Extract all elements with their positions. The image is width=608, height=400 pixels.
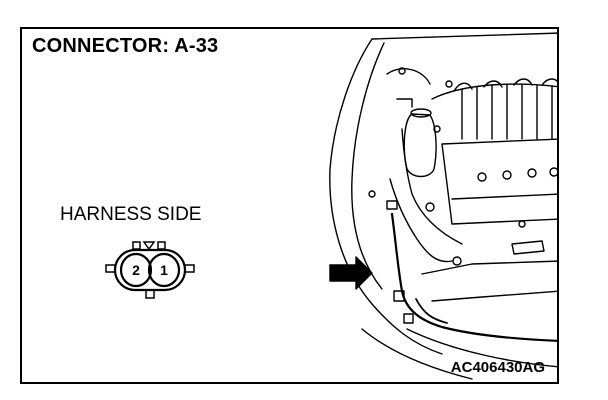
intake-manifold xyxy=(431,83,557,100)
figure-id: AC406430AG xyxy=(450,359,545,376)
reservoir xyxy=(403,113,437,178)
pin-number-1: 1 xyxy=(160,262,168,278)
connector-bottom-tab xyxy=(145,289,155,299)
callout-arrow xyxy=(329,256,373,290)
pin-cavity-2 xyxy=(119,252,153,288)
diagram-frame: CONNECTOR: A-33 HARNESS SIDE 2 1 xyxy=(20,27,559,384)
connector-face: 2 1 xyxy=(100,239,200,305)
engine-bay-illustration xyxy=(312,29,557,382)
valve-cover xyxy=(441,138,557,225)
connector-title: CONNECTOR: A-33 xyxy=(32,35,219,57)
inner-fender-line xyxy=(351,42,385,290)
connector-side-latch-right xyxy=(184,264,195,273)
wiring-harness xyxy=(389,178,453,263)
hood-edge xyxy=(371,32,557,40)
pin-number-2: 2 xyxy=(132,262,140,278)
pin-cavity-1 xyxy=(147,252,181,288)
connector-top-tab-right xyxy=(157,241,166,250)
harness-side-label: HARNESS SIDE xyxy=(60,204,202,225)
connector-top-tab-left xyxy=(132,241,141,250)
fender-outline xyxy=(329,38,443,355)
connector-side-latch-left xyxy=(105,264,116,273)
front-panel xyxy=(421,260,557,302)
connector-key-triangle xyxy=(142,241,156,251)
